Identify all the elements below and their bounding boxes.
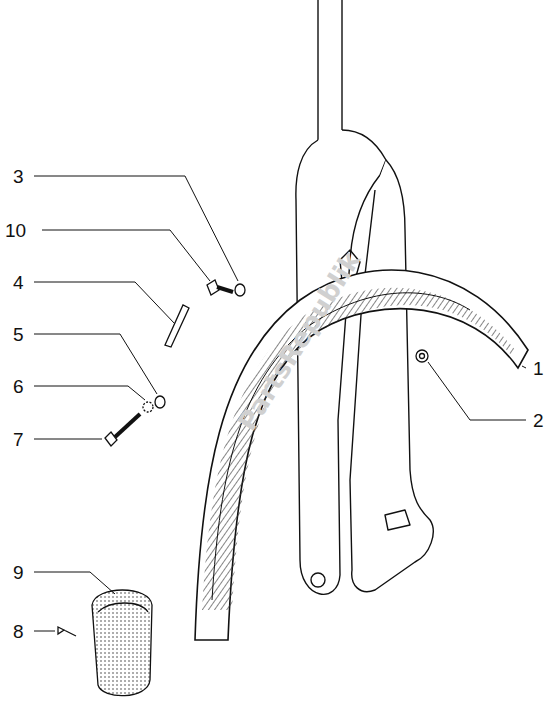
screw (58, 627, 76, 636)
nut-hole (420, 354, 425, 359)
callout-number: 3 (12, 167, 25, 186)
fender-shading (202, 288, 515, 610)
leader-lines (34, 176, 526, 631)
front-fender (195, 270, 528, 640)
trim-strip (165, 305, 189, 347)
callout-number: 1 (532, 359, 545, 378)
callout-number: 6 (12, 377, 25, 396)
nut (416, 350, 428, 362)
callout-number: 5 (12, 325, 25, 344)
callout-number: 8 (12, 622, 25, 641)
bolt-shank (217, 287, 233, 292)
callout-number: 4 (12, 273, 25, 292)
fender-rib (212, 293, 470, 600)
washer (155, 396, 165, 408)
callout-number: 2 (532, 411, 545, 430)
fork-right-leg (350, 160, 433, 592)
steering-tube (318, 0, 342, 140)
bolt-shank (115, 414, 140, 437)
axle-eye (311, 573, 325, 587)
mud-flap (92, 590, 152, 696)
mud-flap-top (98, 603, 148, 612)
washer (235, 284, 245, 296)
axle-lug (385, 510, 410, 530)
star-washer (143, 402, 153, 412)
callout-number: 9 (12, 563, 25, 582)
callout-number: 10 (4, 221, 27, 240)
callout-number: 7 (12, 430, 25, 449)
